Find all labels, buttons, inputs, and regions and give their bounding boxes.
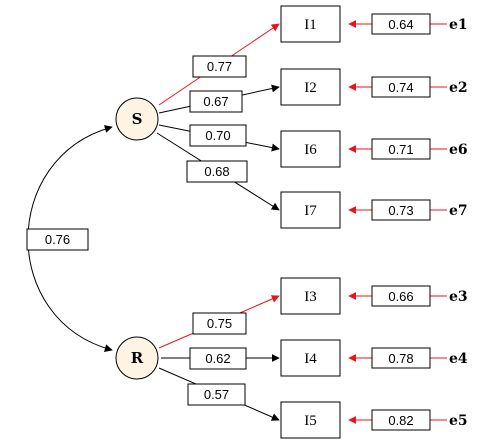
residual-label-e1: 0.64 <box>371 13 431 35</box>
indicator-i2: I2 <box>280 68 341 106</box>
loading-value: 0.75 <box>207 316 232 331</box>
loading-value: 0.62 <box>205 351 230 366</box>
error-term-e2: e2 <box>449 80 468 96</box>
loading-label-i1: 0.77 <box>192 55 247 78</box>
latent-label: R <box>131 349 144 367</box>
residual-value: 0.71 <box>388 142 413 157</box>
loading-value: 0.67 <box>203 94 228 109</box>
path-arrows: 0.77 0.67 0.70 0.68 0.75 0.62 0.57 <box>156 20 447 424</box>
loading-value: 0.70 <box>205 128 230 143</box>
indicator-i6: I6 <box>280 130 341 168</box>
loading-label-i3: 0.75 <box>192 312 247 335</box>
error-term-e5: e5 <box>449 413 468 429</box>
loading-label-i7: 0.68 <box>186 160 248 183</box>
residual-label-e7: 0.73 <box>371 199 431 221</box>
correlation-label: 0.76 <box>26 228 89 251</box>
loading-value: 0.57 <box>204 387 229 402</box>
residual-value: 0.73 <box>388 203 413 218</box>
residual-label-e2: 0.74 <box>371 76 431 98</box>
latent-s: S <box>115 97 159 141</box>
indicator-label: I7 <box>304 203 317 219</box>
residual-value: 0.74 <box>388 80 413 95</box>
error-term-e1: e1 <box>449 17 468 33</box>
residual-label-e3: 0.66 <box>371 285 431 307</box>
residual-label-e6: 0.71 <box>371 138 431 160</box>
indicator-i1: I1 <box>280 5 341 43</box>
loading-value: 0.77 <box>207 59 232 74</box>
error-term-e3: e3 <box>449 289 468 305</box>
indicator-i7: I7 <box>280 191 341 229</box>
error-term-e4: e4 <box>449 351 468 367</box>
error-term-e7: e7 <box>449 203 468 219</box>
indicator-i5: I5 <box>280 401 341 439</box>
error-term-e6: e6 <box>449 142 468 158</box>
indicator-label: I4 <box>304 351 317 367</box>
indicator-label: I6 <box>304 142 317 158</box>
loading-label-i5: 0.57 <box>187 383 246 406</box>
residual-value: 0.66 <box>388 289 413 304</box>
latent-variables: SR <box>115 97 159 380</box>
residual-label-e5: 0.82 <box>371 409 431 431</box>
indicator-label: I3 <box>304 289 317 305</box>
latent-label: S <box>132 110 143 128</box>
residual-value: 0.78 <box>388 351 413 366</box>
loading-label-i4: 0.62 <box>189 347 247 370</box>
indicator-i4: I4 <box>280 339 341 377</box>
latent-r: R <box>115 336 159 380</box>
residual-value: 0.64 <box>388 17 413 32</box>
indicator-label: I2 <box>304 80 317 96</box>
indicator-i3: I3 <box>280 277 341 315</box>
residual-label-e4: 0.78 <box>371 347 431 369</box>
indicator-label: I5 <box>304 413 317 429</box>
indicator-label: I1 <box>304 17 317 33</box>
correlation-value: 0.76 <box>45 232 70 247</box>
loading-value: 0.68 <box>204 164 229 179</box>
loading-label-i2: 0.67 <box>189 90 243 113</box>
residual-value: 0.82 <box>388 413 413 428</box>
loading-label-i6: 0.70 <box>189 124 247 147</box>
